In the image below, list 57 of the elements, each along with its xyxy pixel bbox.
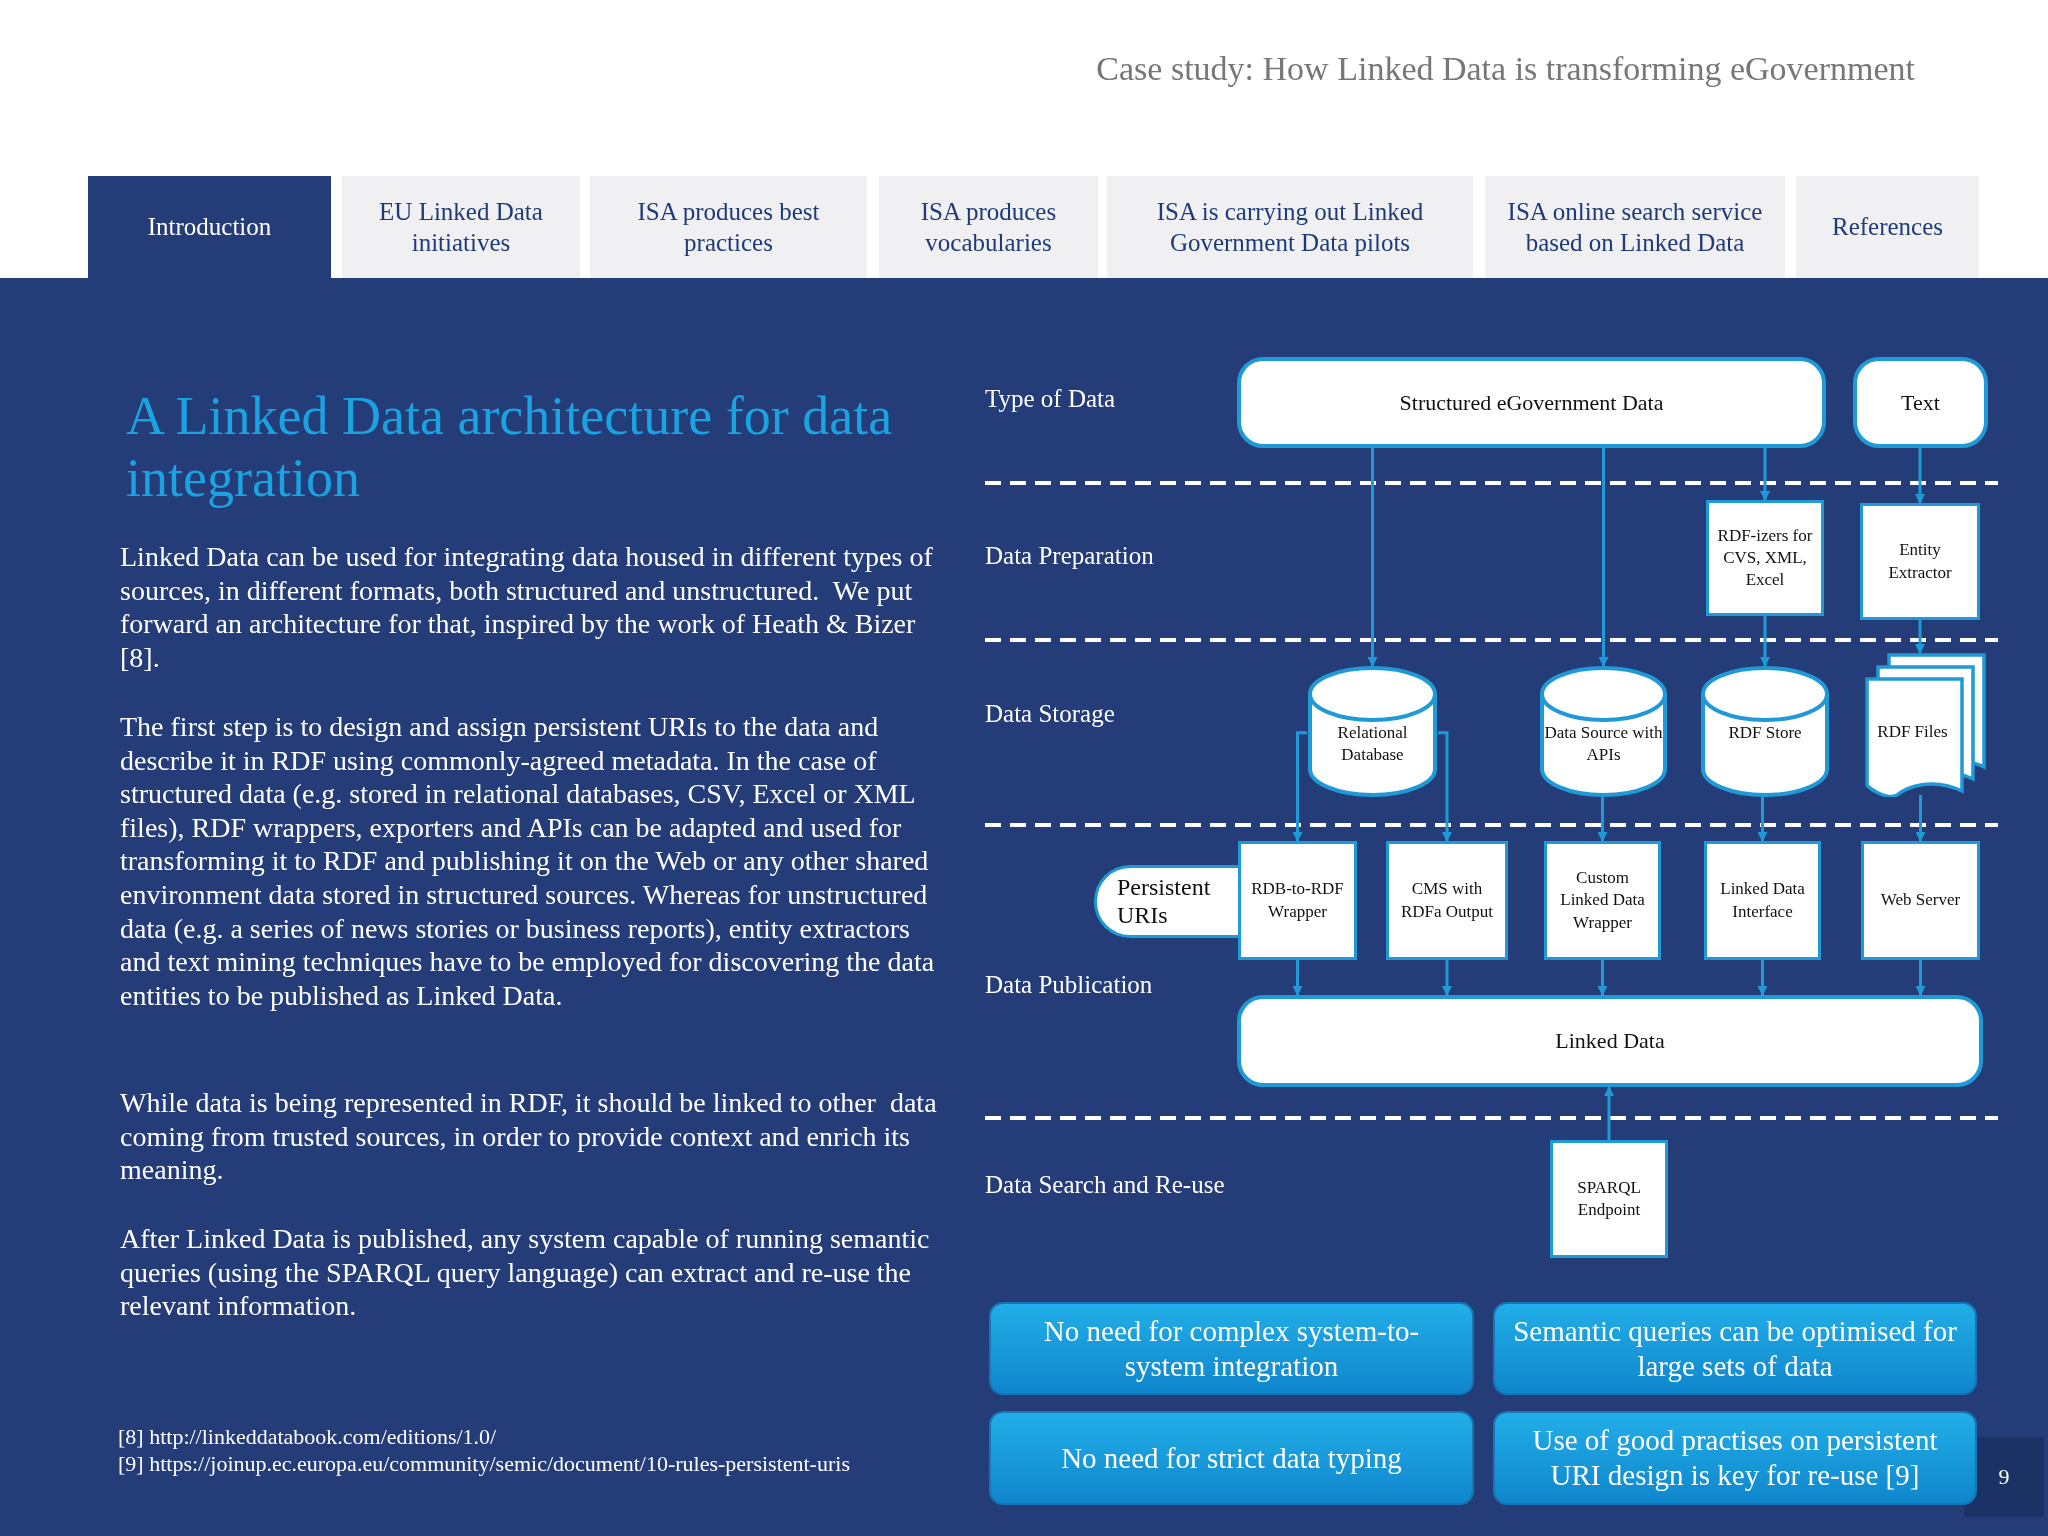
footnote: [9] https://joinup.ec.europa.eu/community/semic/document/10-rules-persistent-uris — [118, 1451, 850, 1477]
arrow — [1915, 960, 1926, 996]
process-box: SPARQL Endpoint — [1550, 1140, 1668, 1258]
arrow — [1442, 960, 1452, 996]
arrow — [1367, 448, 1378, 667]
body-paragraph: While data is being represented in RDF, it should be linked to other data coming from trusted sources, in order to provide context and enrich its meaning. — [120, 1086, 938, 1187]
arrow — [1604, 1086, 1614, 1140]
arrow — [1598, 448, 1609, 667]
node-label: Data Source with APIs — [1543, 722, 1664, 767]
arrow — [1292, 960, 1303, 996]
benefit-box: Semantic queries can be optimised for large sets of data — [1493, 1302, 1977, 1395]
arrow — [1438, 731, 1452, 842]
process-box: RDB-to-RDF Wrapper — [1238, 841, 1357, 960]
arrow — [1757, 797, 1768, 842]
uri-band: Persistent URIs — [1094, 865, 1238, 938]
arrow — [1597, 960, 1608, 996]
process-box: Custom Linked Data Wrapper — [1544, 841, 1661, 960]
process-box: Entity Extractor — [1860, 503, 1980, 620]
arrow — [1597, 797, 1608, 842]
header-text: Case study: How Linked Data is transforming eGovernment — [1095, 50, 1915, 88]
body-paragraph: The first step is to design and assign persistent URIs to the data and describe it in RDF using commonly-agreed metadata. In the case of structured data (e.g. stored in relational databases, CSV, Excel or XML files), RDF wrappers, exporters and APIs can be adapted and used for transforming it to RDF and publishing it on the Web or any other shared environment data stored in structured sources. Whereas for unstructured data (e.g. a series of news stories or business reports), entity extractors and text mining techniques have to be employed for discovering the data entities to be published as Linked Data. — [120, 710, 936, 1013]
row-label: Data Search and Re-use — [985, 1171, 1225, 1199]
nav-tab: ISA produces vocabularies — [879, 176, 1098, 278]
footnote: [8] http://linkeddatabook.com/editions/1.0/ — [118, 1424, 497, 1450]
process-box: Linked Data Interface — [1704, 841, 1821, 960]
benefit-box: No need for strict data typing — [989, 1411, 1474, 1505]
active-nav-tab: Introduction — [88, 176, 331, 278]
arrow — [1757, 960, 1768, 996]
nav-tab: References — [1796, 176, 1979, 278]
benefit-box: No need for complex system-to-system integration — [989, 1302, 1474, 1395]
arrow — [1915, 620, 1925, 654]
nav-tab: ISA is carrying out Linked Government Data pilots — [1107, 176, 1473, 278]
slide-heading: A Linked Data architecture for data integration — [126, 385, 894, 510]
nav-tab: ISA online search service based on Linked Data — [1485, 176, 1785, 278]
node-label: RDF Store — [1727, 722, 1803, 744]
body-paragraph: Linked Data can be used for integrating data housed in different types of sources, in different formats, both structured and unstructured. We put forward an architecture for that, inspired by the work of Heath & Bizer [8]. — [120, 540, 934, 675]
process-box: RDF-izers for CVS, XML, Excel — [1706, 500, 1824, 616]
node-label: RDF Files — [1876, 721, 1949, 743]
row-label: Data Preparation — [985, 542, 1154, 570]
rounded-box: Structured eGovernment Data — [1237, 357, 1826, 448]
arrow — [1760, 448, 1770, 501]
row-label: Type of Data — [985, 385, 1116, 413]
arrow — [1760, 616, 1770, 667]
process-box: CMS with RDFa Output — [1386, 841, 1508, 960]
rounded-box: Linked Data — [1237, 995, 1983, 1087]
rounded-box: Text — [1853, 357, 1988, 448]
row-label: Data Storage — [985, 700, 1115, 728]
process-box: Web Server — [1861, 841, 1980, 960]
row-label: Data Publication — [985, 971, 1153, 999]
body-paragraph: After Linked Data is published, any system capable of running semantic queries (using the SPARQL query language) can extract and re-use the relevant information. — [120, 1222, 931, 1323]
node-label: Relational Database — [1336, 722, 1409, 767]
benefit-box: Use of good practises on persistent URI design is key for re-use [9] — [1493, 1411, 1977, 1505]
arrow — [1292, 731, 1307, 842]
arrow — [1915, 448, 1925, 504]
nav-tab: EU Linked Data initiatives — [342, 176, 580, 278]
nav-tab: ISA produces best practices — [590, 176, 867, 278]
arrow — [1915, 795, 1926, 842]
